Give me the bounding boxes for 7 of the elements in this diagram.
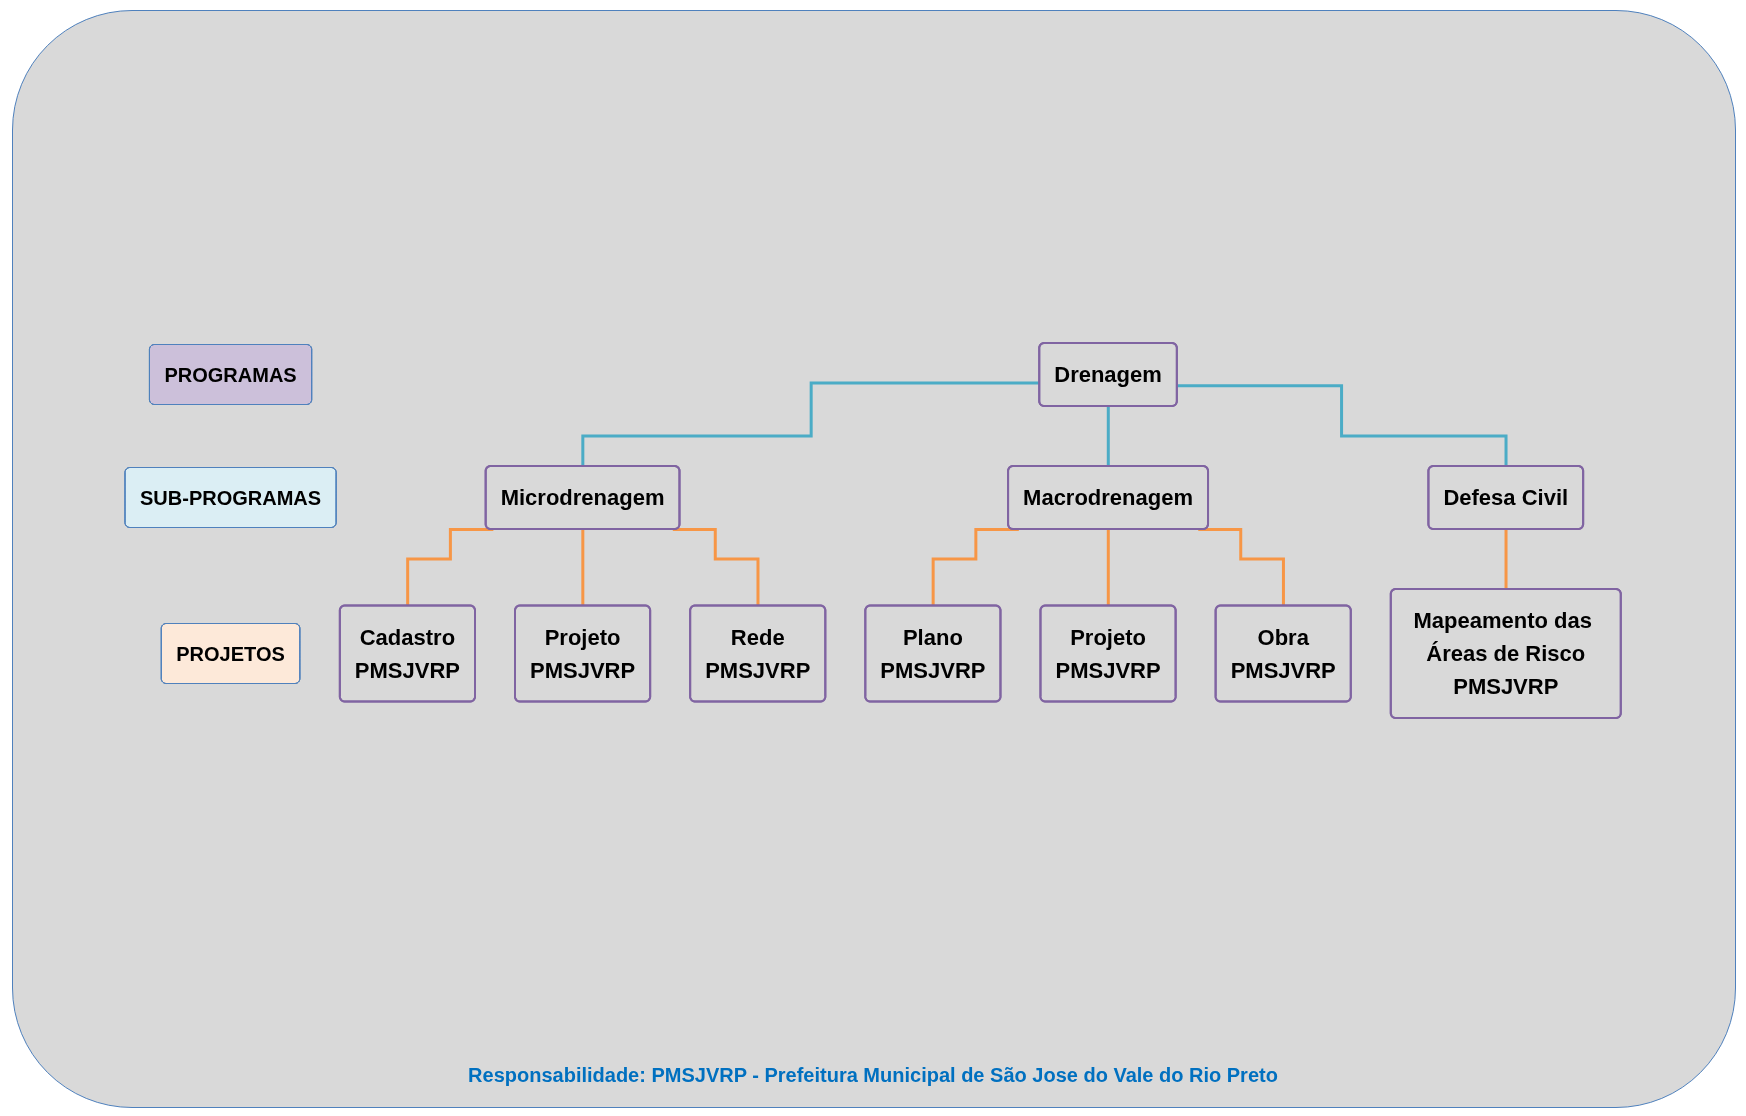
- connector: [931, 527, 1019, 607]
- caption: Responsabilidade: PMSJVRP - Prefeitura Municipal de São Jose do Vale do Rio Preto: [467, 1064, 1279, 1087]
- connector: [1198, 527, 1286, 607]
- connector: [581, 527, 585, 607]
- connector: [672, 527, 760, 607]
- connector: [406, 527, 494, 607]
- connector: [1106, 527, 1111, 607]
